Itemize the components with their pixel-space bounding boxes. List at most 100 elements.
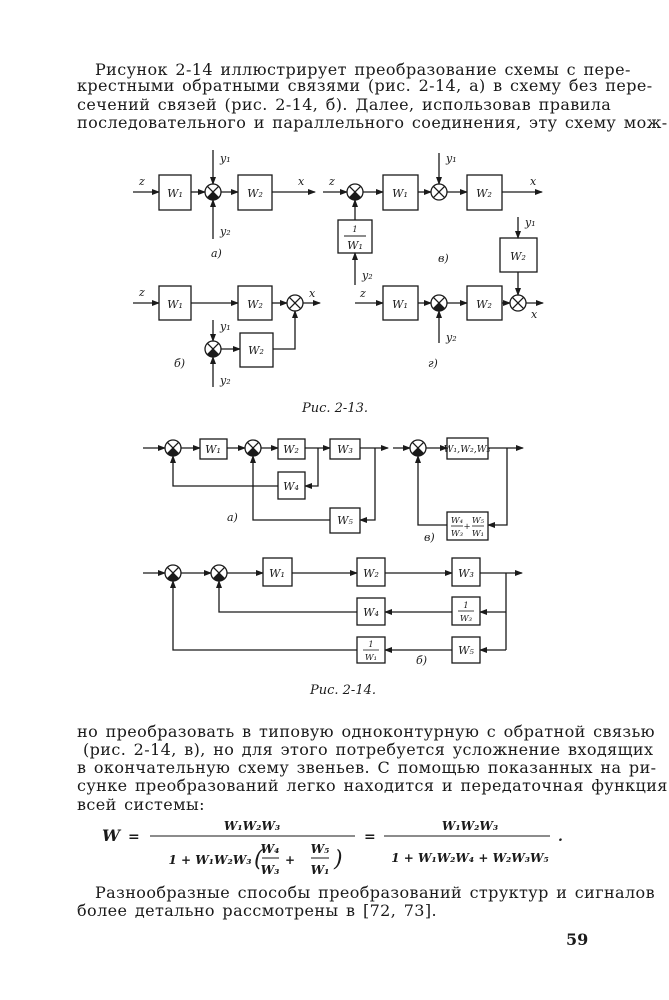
figure-2-13-v: z W₁ y₁ W₂ x 1 W₁ y₂ в) (323, 152, 543, 285)
block-label: W₄ (363, 606, 379, 619)
block-label: W₂ (476, 187, 492, 200)
block-inverse-w1 (337, 219, 373, 254)
text-line: всей системы: (77, 795, 205, 814)
formula-fraction-num: W₅ (311, 842, 330, 856)
text-line: Разнообразные способы преобразований стр… (95, 883, 655, 902)
block-label: W₂ (510, 250, 526, 263)
figure-caption: Рис. 2-13. (301, 401, 368, 416)
block-w5 (451, 636, 481, 664)
block-label: W₄ (283, 480, 299, 493)
block-label: W₁ (472, 529, 484, 539)
signal-label-y1: y₁ (445, 152, 457, 165)
summing-junction-icon (286, 294, 304, 312)
formula-fraction-den: W₃ (261, 863, 280, 877)
summing-junction-icon (204, 340, 222, 358)
summing-junction-icon (204, 183, 222, 201)
signal-label-y2: y₂ (445, 331, 457, 344)
block-label: W₃ (337, 443, 353, 456)
block-w2 (466, 285, 503, 321)
block-label: W₄ (451, 516, 464, 526)
summing-junction-icon (164, 439, 182, 457)
signal-label-y2: y₂ (219, 225, 231, 238)
subfigure-label: а) (227, 511, 238, 524)
signal-label-y1: y₁ (219, 152, 231, 165)
formula-lhs: W (102, 826, 122, 845)
block-label: W₃ (460, 614, 473, 624)
text-line: в окончательную схему звеньев. С помощью… (77, 758, 657, 777)
block-w1 (262, 557, 293, 587)
formula-plus: + (285, 853, 295, 867)
summing-junction-icon (164, 564, 182, 582)
formula-numerator: W₁W₂W₃ (442, 819, 498, 833)
block-w2 (356, 557, 386, 587)
block-w2 (466, 174, 503, 211)
block-label: W₃ (451, 529, 464, 539)
text-line: но преобразовать в типовую одноконтурную… (77, 722, 656, 741)
signal-label-z: z (328, 175, 335, 188)
subfigure-label: а) (211, 247, 222, 260)
subfigure-label: г) (428, 357, 438, 370)
transfer-function-formula: W = W₁W₂W₃ 1 + W₁W₂W₃ ( W₄ W₃ + W₅ W₁ ) … (102, 819, 563, 877)
figure-2-13-a: z W₁ W₂ x y₁ y₂ а) (133, 150, 316, 260)
block-label: W₁ (392, 187, 408, 200)
formula-paren: ) (333, 847, 343, 872)
formula-equals: = (128, 829, 140, 845)
signal-label-z: z (138, 286, 145, 299)
block-w2 (237, 174, 273, 211)
signal-label-y2: y₂ (361, 269, 373, 282)
block-label: W₂ (247, 187, 263, 200)
block-label: W₅ (472, 516, 485, 526)
text-line: сечений связей (рис. 2-14, б). Далее, ис… (77, 95, 612, 114)
block-label: 1 (368, 640, 373, 650)
block-label: W₁ (269, 567, 285, 580)
block-w3 (329, 438, 361, 460)
formula-denominator: 1 + W₁W₂W₄ + W₂W₃W₅ (391, 851, 549, 865)
block-label: W₁ (167, 187, 183, 200)
signal-label-z: z (138, 175, 145, 188)
summing-junction-icon (430, 294, 448, 312)
figure-caption: Рис. 2-14. (309, 683, 376, 698)
figure-2-14-b: W₁ W₂ W₃ 1 W₃ W₄ W₅ 1 W₁ (143, 557, 523, 667)
subfigure-label: б) (416, 654, 427, 667)
signal-label-x: x (530, 175, 537, 188)
signal-label-z: z (359, 287, 366, 300)
block-label: W₁,W₂,W₃ (444, 444, 491, 455)
block-label: W₁ (392, 298, 408, 311)
formula-denominator: 1 + W₁W₂W₃ (169, 853, 252, 867)
summing-junction-icon (430, 183, 448, 201)
block-label: W₂ (363, 567, 379, 580)
formula-paren: ( (254, 847, 263, 872)
formula-period: . (558, 829, 563, 845)
text-line: крестными обратными связями (рис. 2-14, … (77, 76, 653, 95)
figure-2-14-a: W₁ W₂ W₃ W₄ W₅ а) (143, 438, 389, 534)
subfigure-label: в) (438, 252, 449, 265)
text-line: более детально рассмотрены в [72, 73]. (77, 901, 438, 920)
figure-2-14-v: W₁,W₂,W₃ W₄ W₃ + W₅ W₁ в) (393, 437, 524, 544)
block-label: W₅ (337, 514, 353, 527)
signal-label-x: x (309, 287, 316, 300)
formula-fraction-den: W₁ (311, 863, 330, 877)
summing-junction-icon (244, 439, 262, 457)
formula-numerator: W₁W₂W₃ (224, 819, 280, 833)
page-number: 59 (566, 930, 589, 949)
figure-2-13-b: z W₁ W₂ x W₂ y₁ y₂ б) (133, 285, 321, 387)
block-label: W₁ (205, 443, 221, 456)
block-label: W₁ (347, 239, 363, 252)
summing-junction-icon (346, 183, 364, 201)
formula-fraction-num: W₄ (261, 842, 280, 856)
subfigure-label: б) (174, 357, 185, 370)
block-label: W₃ (458, 567, 474, 580)
summing-junction-icon (210, 564, 228, 582)
block-label: W₂ (476, 298, 492, 311)
summing-junction-icon (409, 439, 427, 457)
block-w2 (277, 438, 306, 460)
block-w4 (356, 597, 386, 626)
summing-junction-icon (509, 294, 527, 312)
signal-label-x: x (298, 175, 305, 188)
block-label: W₅ (458, 644, 474, 657)
signal-label-y1: y₁ (219, 320, 231, 333)
text-line: (рис. 2-14, в), но для этого потребуется… (83, 740, 654, 759)
block-label: 1 (463, 601, 468, 611)
